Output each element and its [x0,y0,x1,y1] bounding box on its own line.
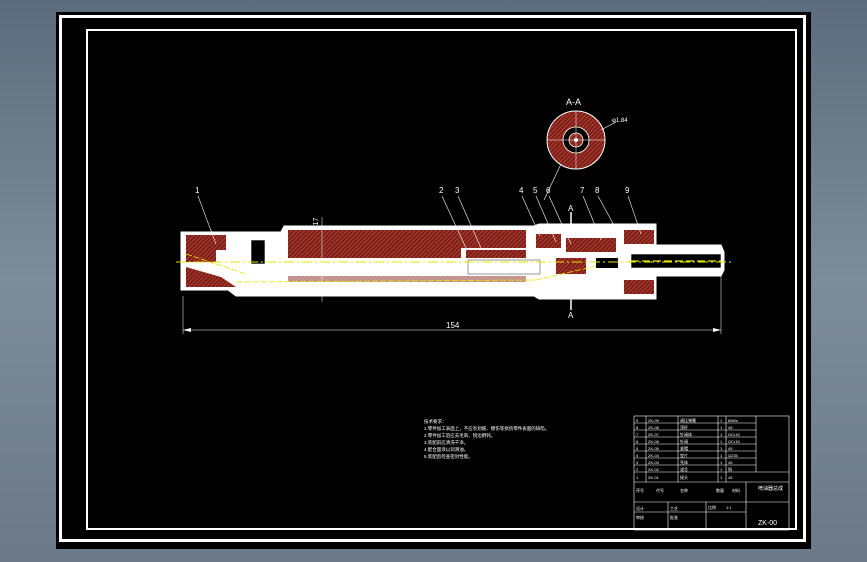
sign-process: 工艺 [670,506,678,511]
section-view-a-a: A-A φ1.84 [543,97,628,201]
row-3-name: 针阀 [680,438,688,444]
row-0-no: 9 [636,418,639,423]
part-label-2: 2 [439,186,444,195]
row-1-code: ZK-08 [648,425,660,430]
section-title: A-A [566,97,581,107]
row-4-name: 紧帽 [680,445,688,451]
row-5-mat: Q235 [728,453,739,458]
row-7-name: 滤芯 [680,466,688,472]
dim-diameter: φ17 [313,218,320,230]
row-0-mat: 65Mn [728,418,738,423]
header-name: 名称 [680,487,688,493]
part-label-3: 3 [455,186,460,195]
row-4-no: 5 [636,446,639,451]
row-3-code: ZK-06 [648,439,660,444]
title-block-text: 9 ZK-09 调压弹簧 1 65Mn 8 ZK-08 顶杆 1 45 7 ZK… [636,417,783,527]
note-line-1: 1.零件加工表面上，不应有划痕、擦伤等损伤零件表面的缺陷。 [424,425,549,432]
row-8-qty: 1 [720,475,723,480]
drawing-sheet: A-A φ1.84 [56,12,811,549]
row-6-code: ZK-03 [648,460,660,465]
row-8-no: 1 [636,475,639,480]
row-2-code: ZK-07 [648,432,660,437]
row-3-no: 6 [636,439,639,444]
row-6-name: 壳体 [680,459,688,465]
part-label-5: 5 [533,186,538,195]
row-2-no: 7 [636,432,639,437]
part-label-1: 1 [195,186,200,195]
section-mark-bottom: A [568,311,574,320]
outer-border [59,15,806,542]
row-5-code: ZK-04 [648,453,660,458]
row-2-name: 针阀体 [680,431,692,437]
sign-review: 审核 [636,514,644,520]
section-mark-top: A [568,204,574,213]
note-line-2: 2.零件加工后应去毛刺、锐边倒钝。 [424,432,495,439]
row-6-qty: 1 [720,460,723,465]
cad-drawing: A-A φ1.84 [176,97,790,531]
row-5-name: 垫片 [680,452,688,458]
sign-approve: 批准 [670,514,678,520]
section-dim: φ1.84 [612,118,628,124]
part-leaders: 1 2 3 4 5 6 7 8 9 [195,186,642,249]
sign-design: 设计 [636,505,644,511]
row-3-mat: GCr15 [728,439,741,444]
part-label-8: 8 [595,186,600,195]
row-4-qty: 1 [720,446,723,451]
row-4-code: ZK-05 [648,446,660,451]
title-block [633,415,790,531]
row-5-qty: 1 [720,453,723,458]
part-label-9: 9 [625,186,630,195]
row-6-mat: 45 [728,460,733,465]
row-1-qty: 1 [720,425,723,430]
row-5-no: 4 [636,453,639,458]
row-6-no: 3 [636,460,639,465]
row-7-code: ZK-02 [648,467,660,472]
row-0-qty: 1 [720,418,723,423]
row-3-qty: 1 [720,439,723,444]
scale-value: 1:1 [726,505,732,510]
row-1-mat: 45 [728,425,733,430]
row-1-no: 8 [636,425,639,430]
note-line-3: 3.装配前应清洗干净。 [424,439,468,446]
header-no: 序号 [636,487,644,493]
row-8-name: 接头 [680,474,688,480]
note-line-4: 4.配合面涂以润滑油。 [424,446,468,453]
note-line-0: 技术要求： [424,418,447,425]
injector-assembly: A A φ17 154 [176,204,731,334]
part-label-6: 6 [546,186,551,195]
dim-length: 154 [446,321,460,330]
inner-border [86,29,797,530]
row-1-name: 顶杆 [680,424,688,430]
row-4-mat: 45 [728,446,733,451]
row-8-code: ZK-01 [648,475,660,480]
technical-notes: 技术要求： 1.零件加工表面上，不应有划痕、擦伤等损伤零件表面的缺陷。 2.零件… [424,418,549,460]
row-2-qty: 1 [720,432,723,437]
scale-label: 比例 [708,504,716,510]
drawing-name: 喷油器总成 [758,485,783,492]
header-code: 代号 [656,487,664,493]
row-7-mat: 铜 [728,466,732,472]
row-2-mat: GCr15 [728,432,741,437]
row-8-mat: 45 [728,475,733,480]
note-line-5: 5.装配后检查密封性能。 [424,453,473,460]
row-7-qty: 1 [720,467,723,472]
row-7-no: 2 [636,467,639,472]
part-label-4: 4 [519,186,524,195]
header-mat: 材料 [732,487,740,493]
header-qty: 数量 [716,487,724,493]
row-0-code: ZK-09 [648,418,660,423]
drawing-number: ZK-00 [758,520,777,527]
part-label-7: 7 [580,186,585,195]
row-0-name: 调压弹簧 [680,417,696,423]
